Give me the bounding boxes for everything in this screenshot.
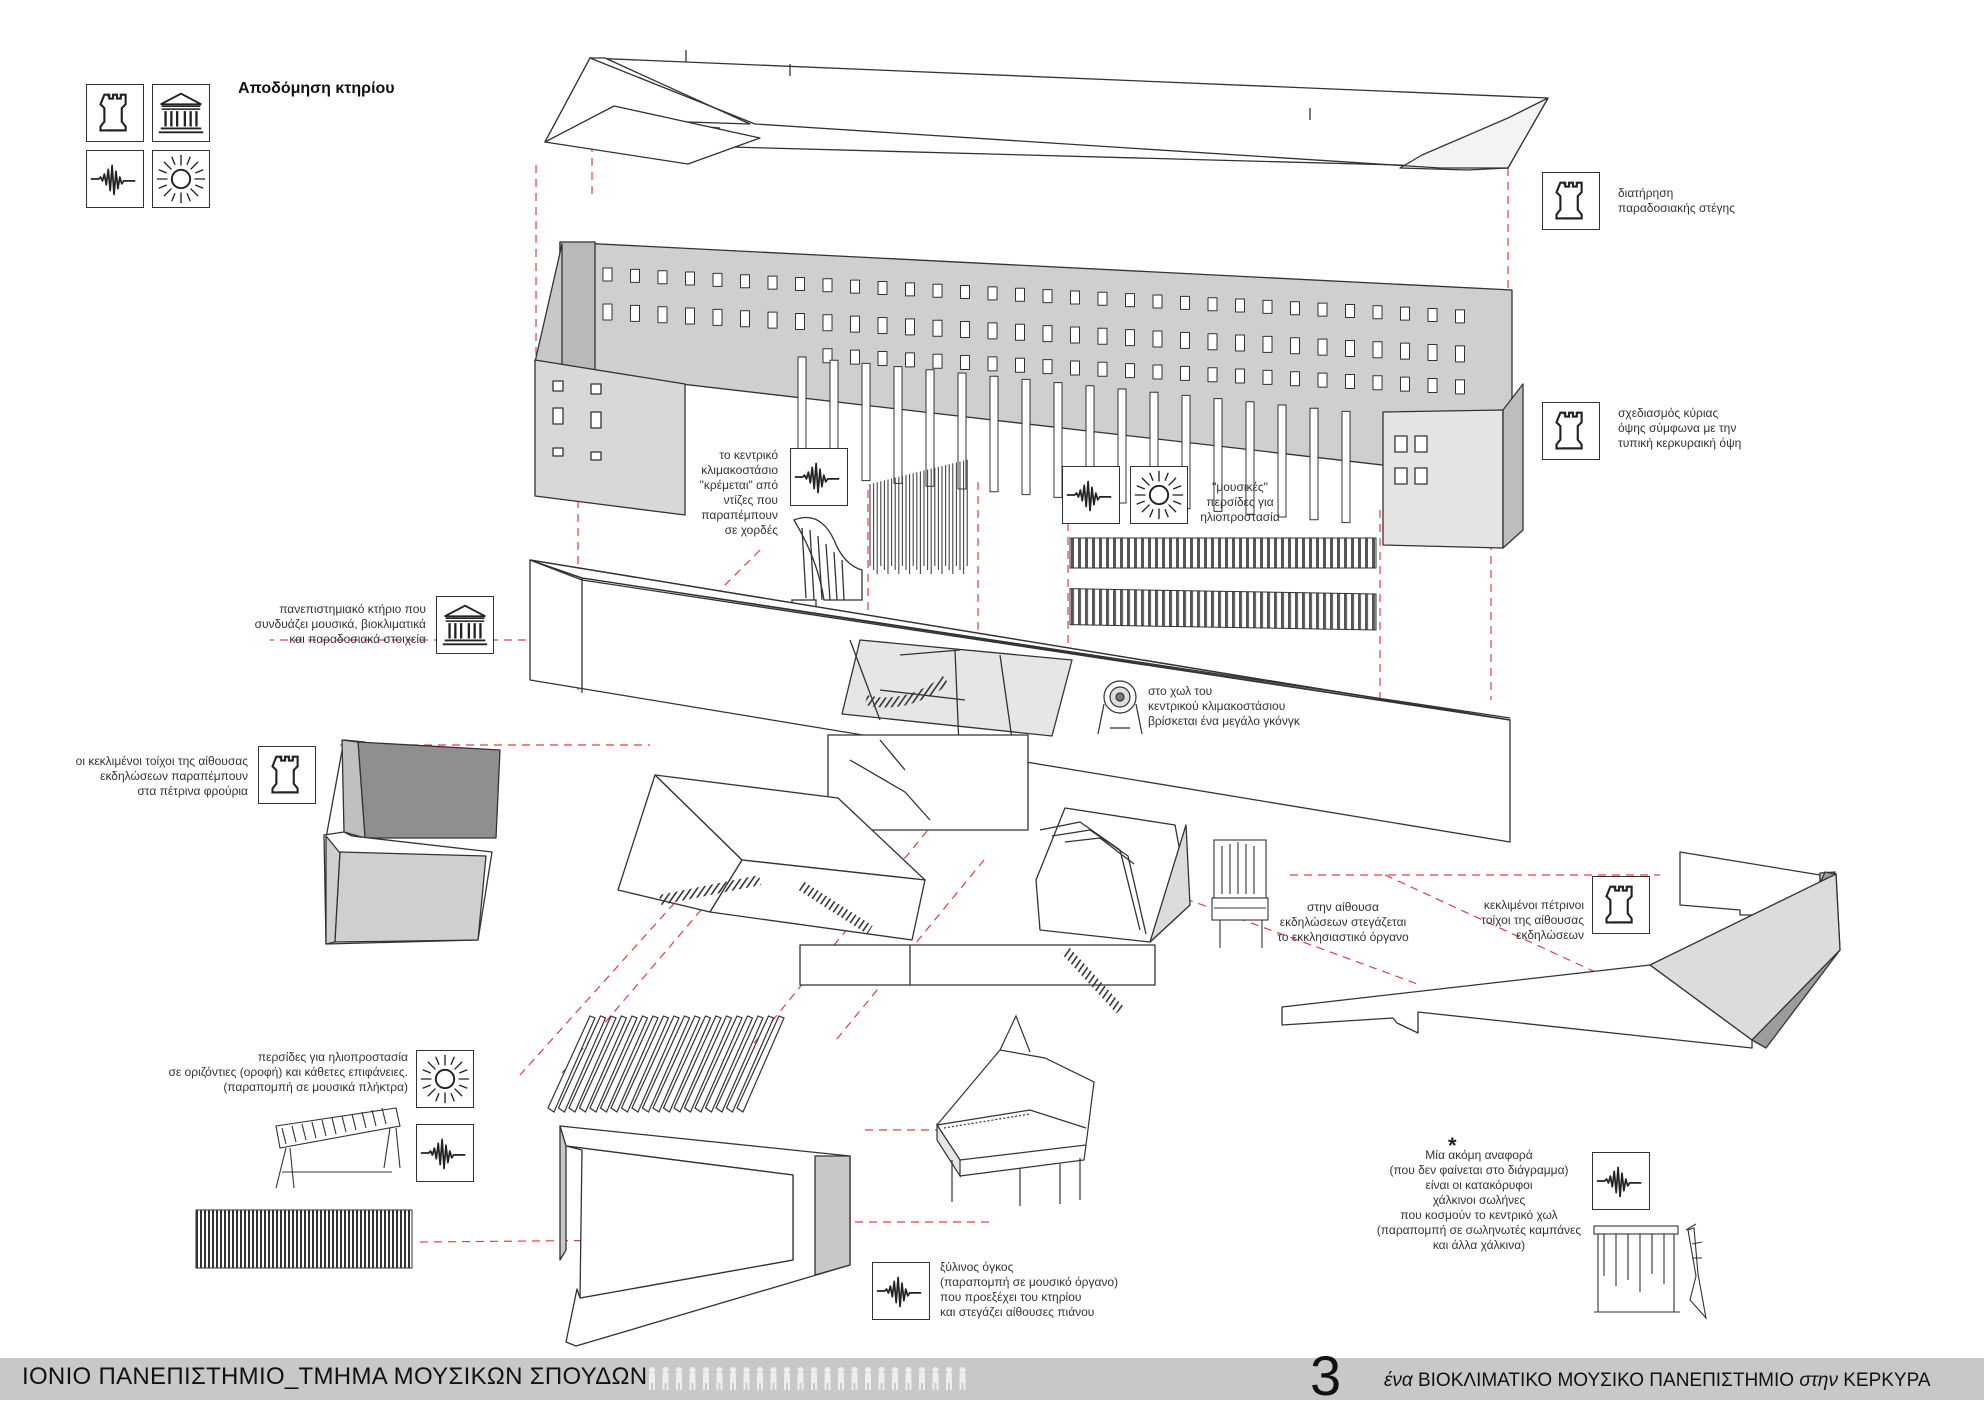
- middle-block: [529, 559, 1511, 843]
- wave-icon: [416, 1124, 474, 1182]
- hanging-rods-strings: [869, 459, 968, 574]
- main-facade-block: [534, 241, 1524, 549]
- footer-department: ΙΟΝΙΟ ΠΑΝΕΠΙΣΤΗΜΙΟ_ΤΜΗΜΑ ΜΟΥΣΙΚΩΝ ΣΠΟΥΔΩ…: [22, 1363, 648, 1390]
- wood-volume-label: ξύλινος όγκος(παραπομπή σε μουσικό όργαν…: [940, 1260, 1119, 1319]
- traditional-roof: [544, 50, 1549, 171]
- temple-icon: [152, 84, 210, 142]
- musical-louvres: [1069, 537, 1377, 631]
- tower-icon: [258, 746, 316, 804]
- event-hall-block: [617, 774, 1191, 1014]
- wave-icon: [86, 150, 144, 208]
- roof-sunshade-slats: [547, 1015, 785, 1113]
- sun-icon: [1130, 466, 1188, 524]
- wave-icon: [872, 1262, 930, 1320]
- wooden-volume: [559, 1125, 851, 1347]
- tower-icon: [1592, 876, 1650, 934]
- wave-icon: [1592, 1152, 1650, 1210]
- footer-bar: [0, 1358, 1984, 1400]
- musicians-silhouettes-icon: [649, 1367, 966, 1390]
- vertical-louvre-panel: [195, 1209, 413, 1269]
- temple-icon: [436, 596, 494, 654]
- marimba-icon: [275, 1107, 401, 1189]
- tower-icon: [1542, 172, 1600, 230]
- tower-icon: [1542, 402, 1600, 460]
- left-inclined-walls: [323, 739, 501, 945]
- page-number: 3: [1310, 1344, 1342, 1407]
- church-organ-icon: [1211, 839, 1269, 948]
- asterisk: *: [1448, 1133, 1457, 1158]
- pipes-label: Μία ακόμη αναφορά(που δεν φαίνεται στο δ…: [1376, 1148, 1582, 1252]
- facade-windows: [602, 267, 1465, 395]
- tower-icon: [86, 84, 144, 142]
- trumpet-icon: [1685, 1223, 1707, 1320]
- tubular-bells-icon: [1593, 1225, 1680, 1313]
- facade-piers: [797, 356, 1351, 524]
- harp-icon: [791, 516, 863, 609]
- wave-icon: [790, 448, 848, 506]
- grand-piano-icon: [936, 1014, 1095, 1206]
- page-title: Αποδόμηση κτηρίου: [238, 80, 395, 97]
- gong-icon: [1097, 680, 1143, 735]
- wave-icon: [1062, 466, 1120, 524]
- sun-icon: [416, 1050, 474, 1108]
- right-stone-walls: [1281, 851, 1841, 1049]
- sun-icon: [152, 150, 210, 208]
- footer-project-title: ένα ΒΙΟΚΛΙΜΑΤΙΚΟ ΜΟΥΣΙΚΟ ΠΑΝΕΠΙΣΤΗΜΙΟ στ…: [1384, 1370, 1931, 1391]
